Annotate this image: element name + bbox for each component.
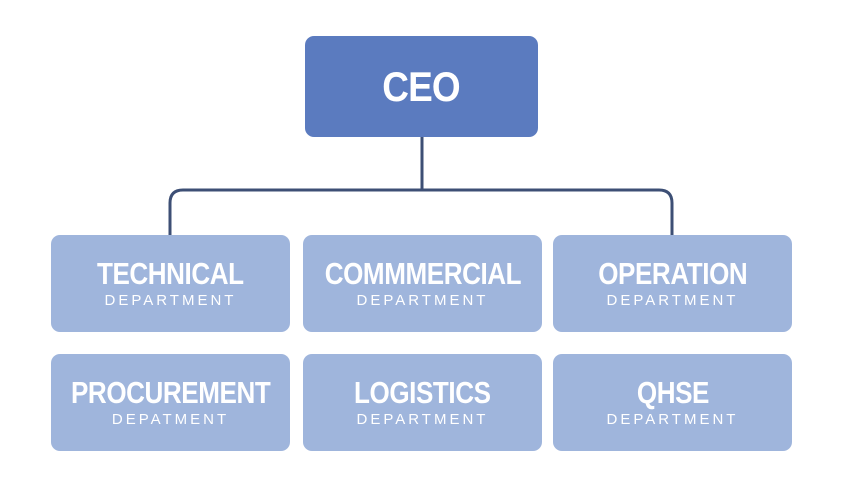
department-title: OPERATION bbox=[597, 256, 748, 291]
ceo-box: CEO bbox=[305, 36, 538, 137]
department-title: COMMMERCIAL bbox=[324, 256, 521, 291]
logistics-department-box: LOGISTICS DEPARTMENT bbox=[303, 354, 542, 451]
department-subtitle: DEPARTMENT bbox=[606, 292, 739, 309]
department-title: PROCUREMENT bbox=[70, 375, 271, 410]
qhse-department-box: QHSE DEPARTMENT bbox=[553, 354, 792, 451]
department-subtitle: DEPARTMENT bbox=[356, 411, 489, 428]
connector-branch bbox=[168, 188, 674, 235]
technical-department-box: TECHNICAL DEPARTMENT bbox=[51, 235, 290, 332]
department-title: LOGISTICS bbox=[354, 375, 491, 410]
ceo-label: CEO bbox=[382, 62, 461, 110]
operation-department-box: OPERATION DEPARTMENT bbox=[553, 235, 792, 332]
commercial-department-box: COMMMERCIAL DEPARTMENT bbox=[303, 235, 542, 332]
department-title: QHSE bbox=[636, 375, 709, 410]
department-subtitle: DEPARTMENT bbox=[606, 411, 739, 428]
department-subtitle: DEPARTMENT bbox=[356, 292, 489, 309]
department-subtitle: DEPARTMENT bbox=[104, 292, 237, 309]
procurement-department-box: PROCUREMENT DEPATMENT bbox=[51, 354, 290, 451]
department-subtitle: DEPATMENT bbox=[111, 411, 230, 428]
department-title: TECHNICAL bbox=[97, 256, 244, 291]
